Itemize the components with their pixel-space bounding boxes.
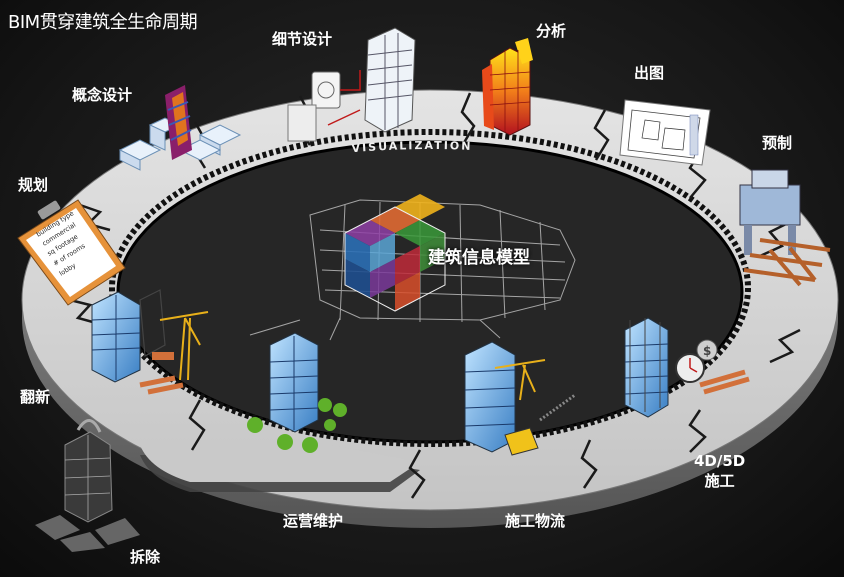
svg-text:$: $ (703, 344, 711, 358)
stage-label-operation: 运营维护 (283, 512, 344, 530)
stage-label-renovation: 翻新 (20, 388, 51, 406)
operation-building (247, 332, 347, 453)
stage-label-logistics: 施工物流 (505, 512, 566, 530)
ring-label: VISUALIZATION (351, 139, 473, 155)
page-title: BIM贯穿建筑全生命周期 (8, 12, 198, 33)
stage-label-construction-line1: 4D/5D (694, 452, 746, 470)
stage-label-detail: 细节设计 (272, 30, 333, 48)
stage-label-drawing: 出图 (634, 64, 665, 82)
stage-label-concept: 概念设计 (72, 86, 133, 104)
analysis-heatmap-model (482, 38, 533, 136)
stage-label-demolition: 拆除 (130, 548, 161, 566)
stage-label-construction: 4D/5D 施工 (694, 452, 745, 490)
stage-label-analysis: 分析 (536, 22, 567, 40)
stopwatch-icon (675, 353, 705, 383)
center-model-label: 建筑信息模型 (428, 248, 530, 268)
logistics-crane-icon (494, 359, 546, 401)
clipboard-icon: building type commercial sq footage # of… (17, 199, 126, 306)
renovation-building (91, 289, 209, 395)
dollar-icon: $ (696, 339, 718, 361)
stage-label-prefab: 预制 (762, 134, 793, 152)
construction-4d5d-building: $ (624, 317, 750, 418)
prefab-machine (739, 169, 831, 287)
drawing-sheet (619, 99, 711, 166)
stage-label-planning: 规划 (18, 176, 49, 194)
model-cube-icon (344, 194, 446, 312)
concept-design-model (118, 85, 242, 171)
logistics-construction (464, 341, 576, 456)
stage-label-construction-line2: 施工 (704, 472, 735, 490)
crane-icon (159, 311, 209, 381)
detail-design-model (287, 27, 416, 142)
demolition-rubble (35, 419, 140, 552)
